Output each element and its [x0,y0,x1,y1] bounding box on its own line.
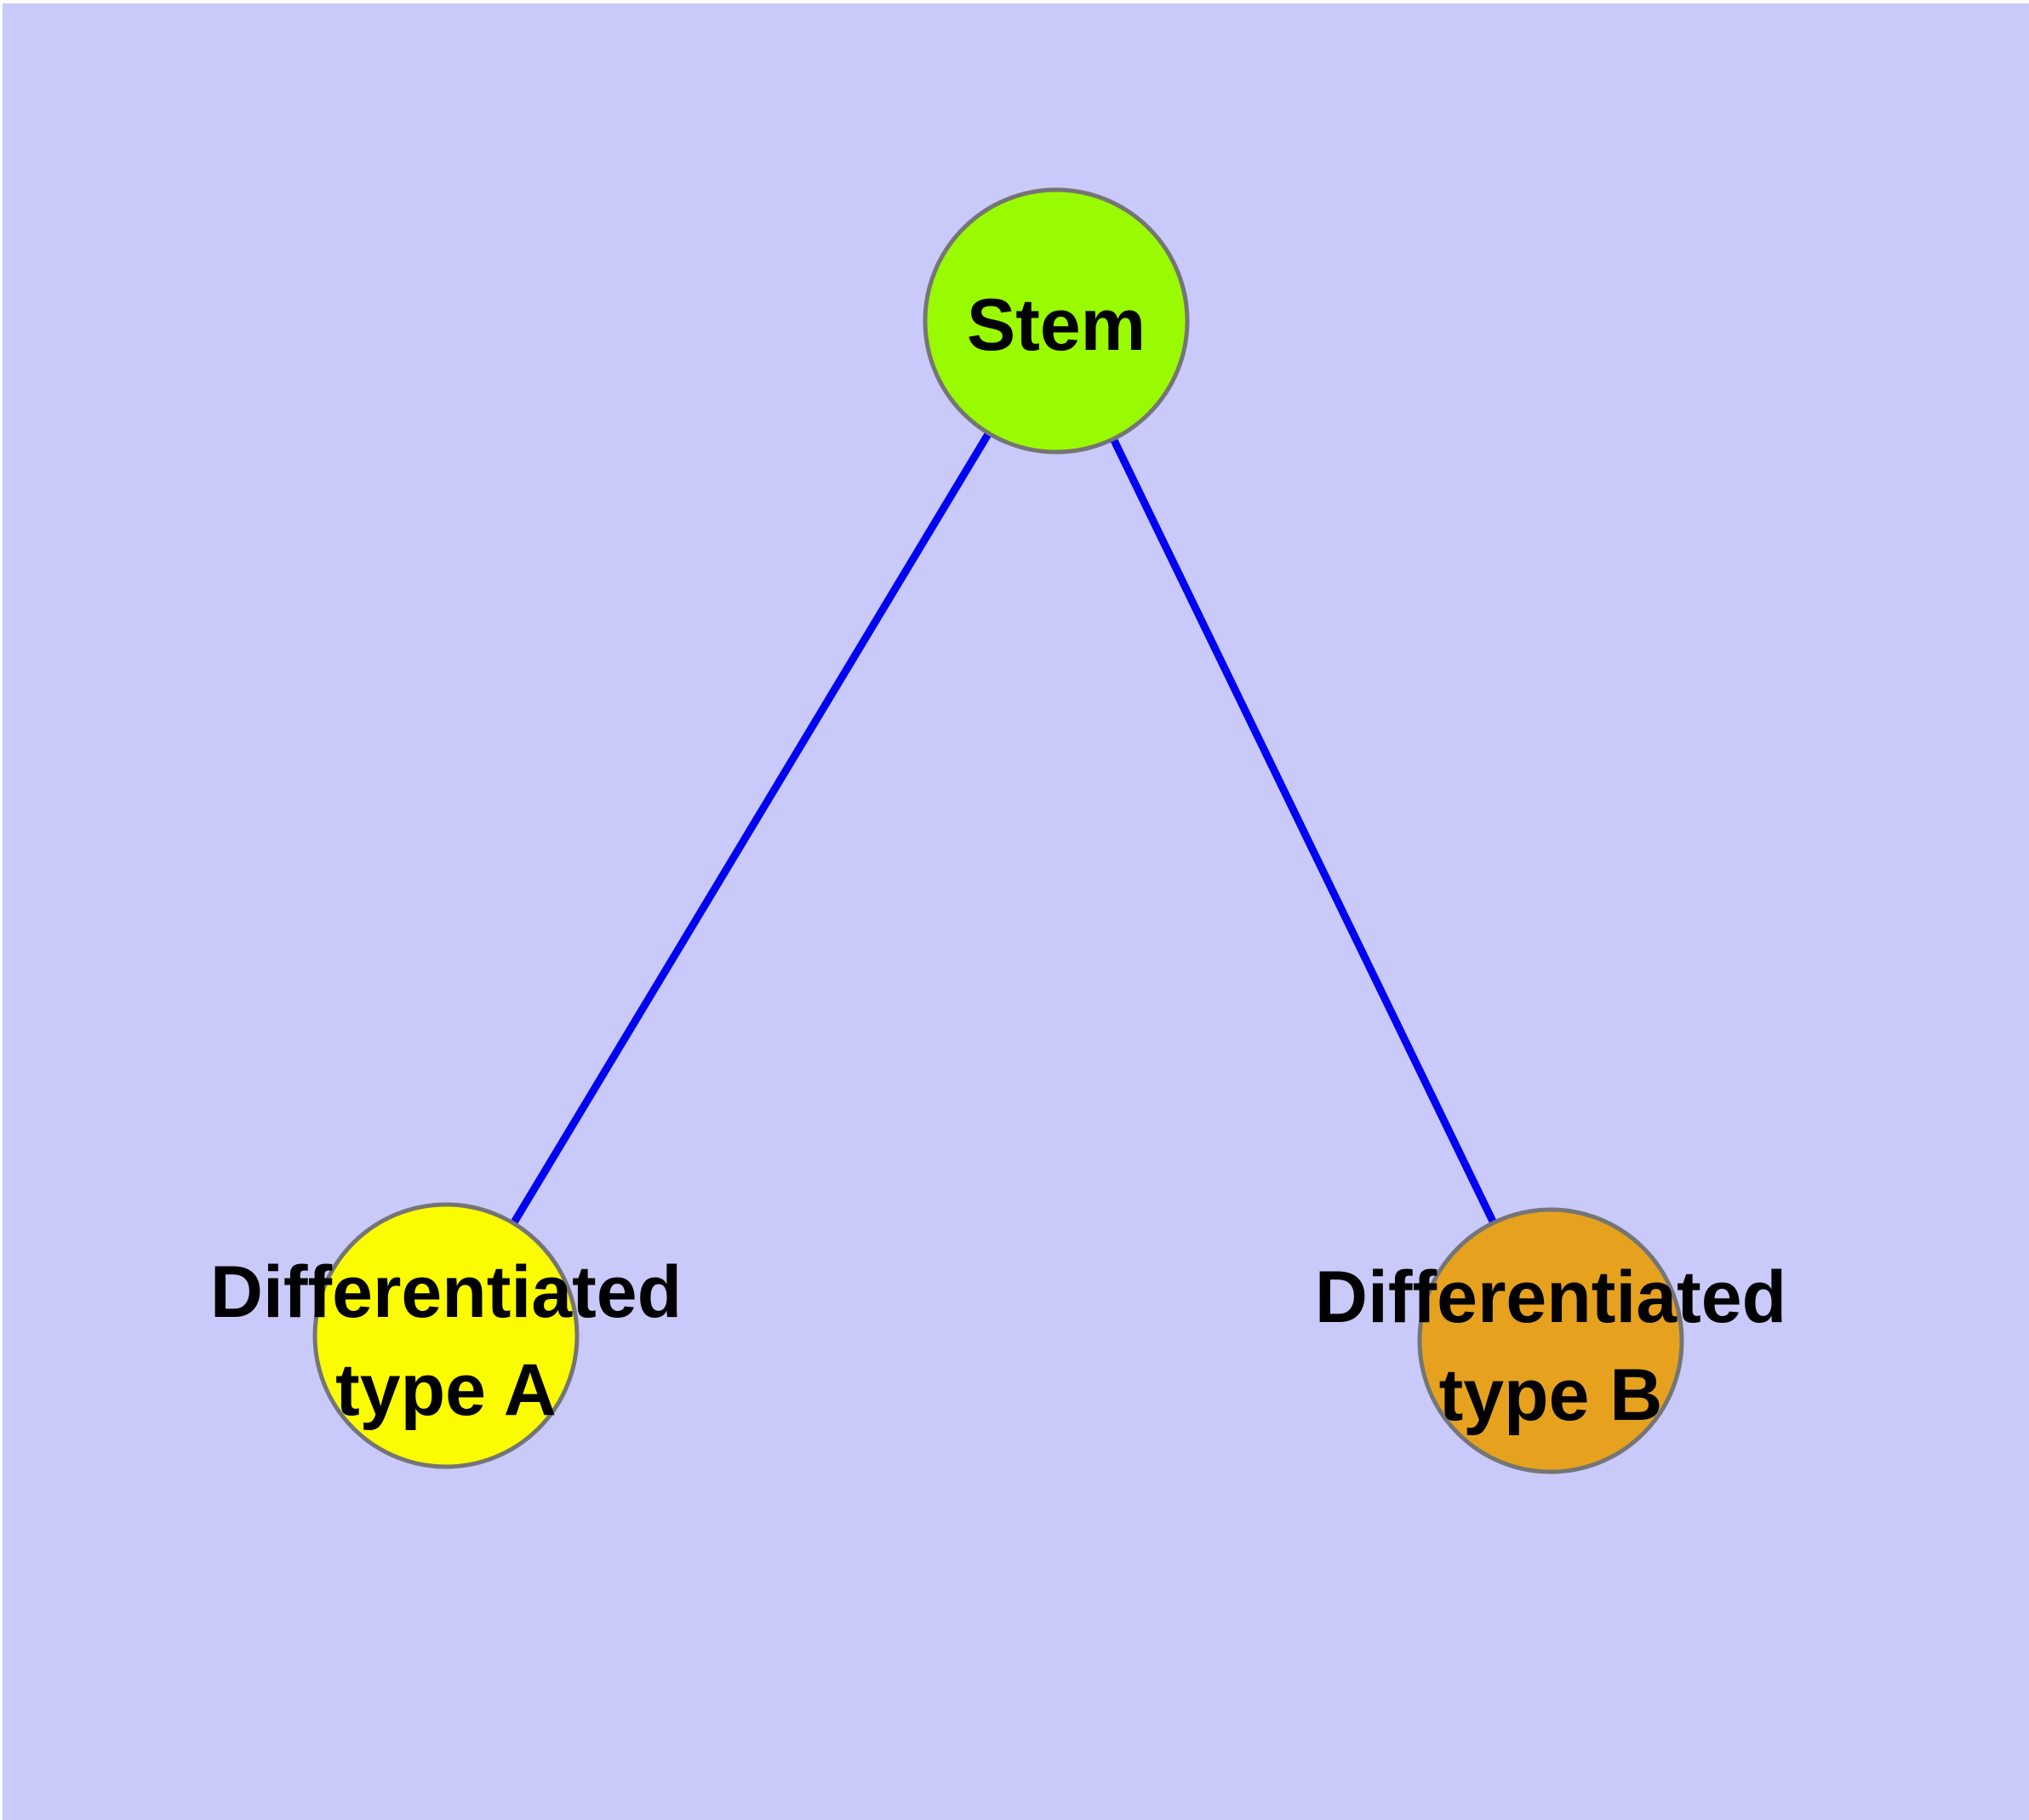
node-type-b-label-line1: Differentiated [1315,1256,1786,1338]
edge-stem-to-type-a [443,318,1060,1338]
node-type-b-label-line2: type B [1439,1354,1663,1436]
edge-stem-to-type-b [1052,319,1555,1342]
node-stem-label: Stem [967,284,1146,366]
node-stem [923,187,1190,455]
node-differentiated-type-b [1417,1207,1684,1474]
node-type-a-label-line2: type A [335,1349,557,1431]
node-differentiated-type-a [312,1202,580,1469]
node-type-a-label-line1: Differentiated [210,1251,682,1333]
